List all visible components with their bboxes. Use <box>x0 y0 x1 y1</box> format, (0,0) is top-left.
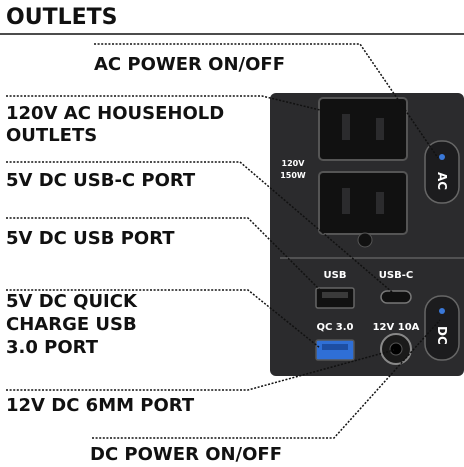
usb-port <box>315 287 355 309</box>
leader-dc-power <box>92 319 441 439</box>
ac-button-label: AC <box>435 172 449 190</box>
ac-outlet-top <box>318 97 408 161</box>
label-qc-line2: CHARGE USB <box>6 314 137 335</box>
dc-button-label: DC <box>435 326 449 345</box>
label-ac-power: AC POWER ON/OFF <box>94 54 285 75</box>
usb-port-label: USB <box>324 270 347 281</box>
section-title: OUTLETS <box>6 5 117 30</box>
label-qc-line1: 5V DC QUICK <box>6 291 138 312</box>
label-ac-outlets-line1: 120V AC HOUSEHOLD <box>6 103 224 124</box>
dc-power-button[interactable]: DC <box>424 295 460 361</box>
label-dc-6mm: 12V DC 6MM PORT <box>6 395 195 416</box>
usb-c-port-label: USB-C <box>379 270 413 281</box>
label-usb: 5V DC USB PORT <box>6 228 175 249</box>
ac-outlet-bottom <box>318 171 408 235</box>
leader-qc <box>6 289 321 349</box>
label-ac-outlets-line2: OUTLETS <box>6 125 97 146</box>
qc-port-label: QC 3.0 <box>316 322 353 333</box>
leader-lines <box>6 43 441 439</box>
leader-usb <box>6 217 323 293</box>
qc-3-port <box>315 339 355 361</box>
leader-dc-6mm <box>6 349 395 391</box>
outlet-rating-line2: 150W <box>280 171 306 180</box>
leader-usb-c <box>6 161 393 293</box>
dc-indicator-light <box>439 308 445 314</box>
leader-ac-power <box>94 43 439 159</box>
label-dc-power: DC POWER ON/OFF <box>90 444 282 465</box>
dc-port-label: 12V 10A <box>373 322 420 333</box>
panel-screw-hole <box>357 232 373 248</box>
dc-6mm-port <box>380 333 412 365</box>
label-usb-c: 5V DC USB-C PORT <box>6 170 196 191</box>
leader-ac-outlets <box>6 95 321 111</box>
ac-indicator-light <box>439 154 445 160</box>
usb-c-port <box>380 290 412 304</box>
label-qc-line3: 3.0 PORT <box>6 337 99 358</box>
outlet-rating-line1: 120V <box>282 159 306 168</box>
ac-power-button[interactable]: AC <box>424 140 460 204</box>
